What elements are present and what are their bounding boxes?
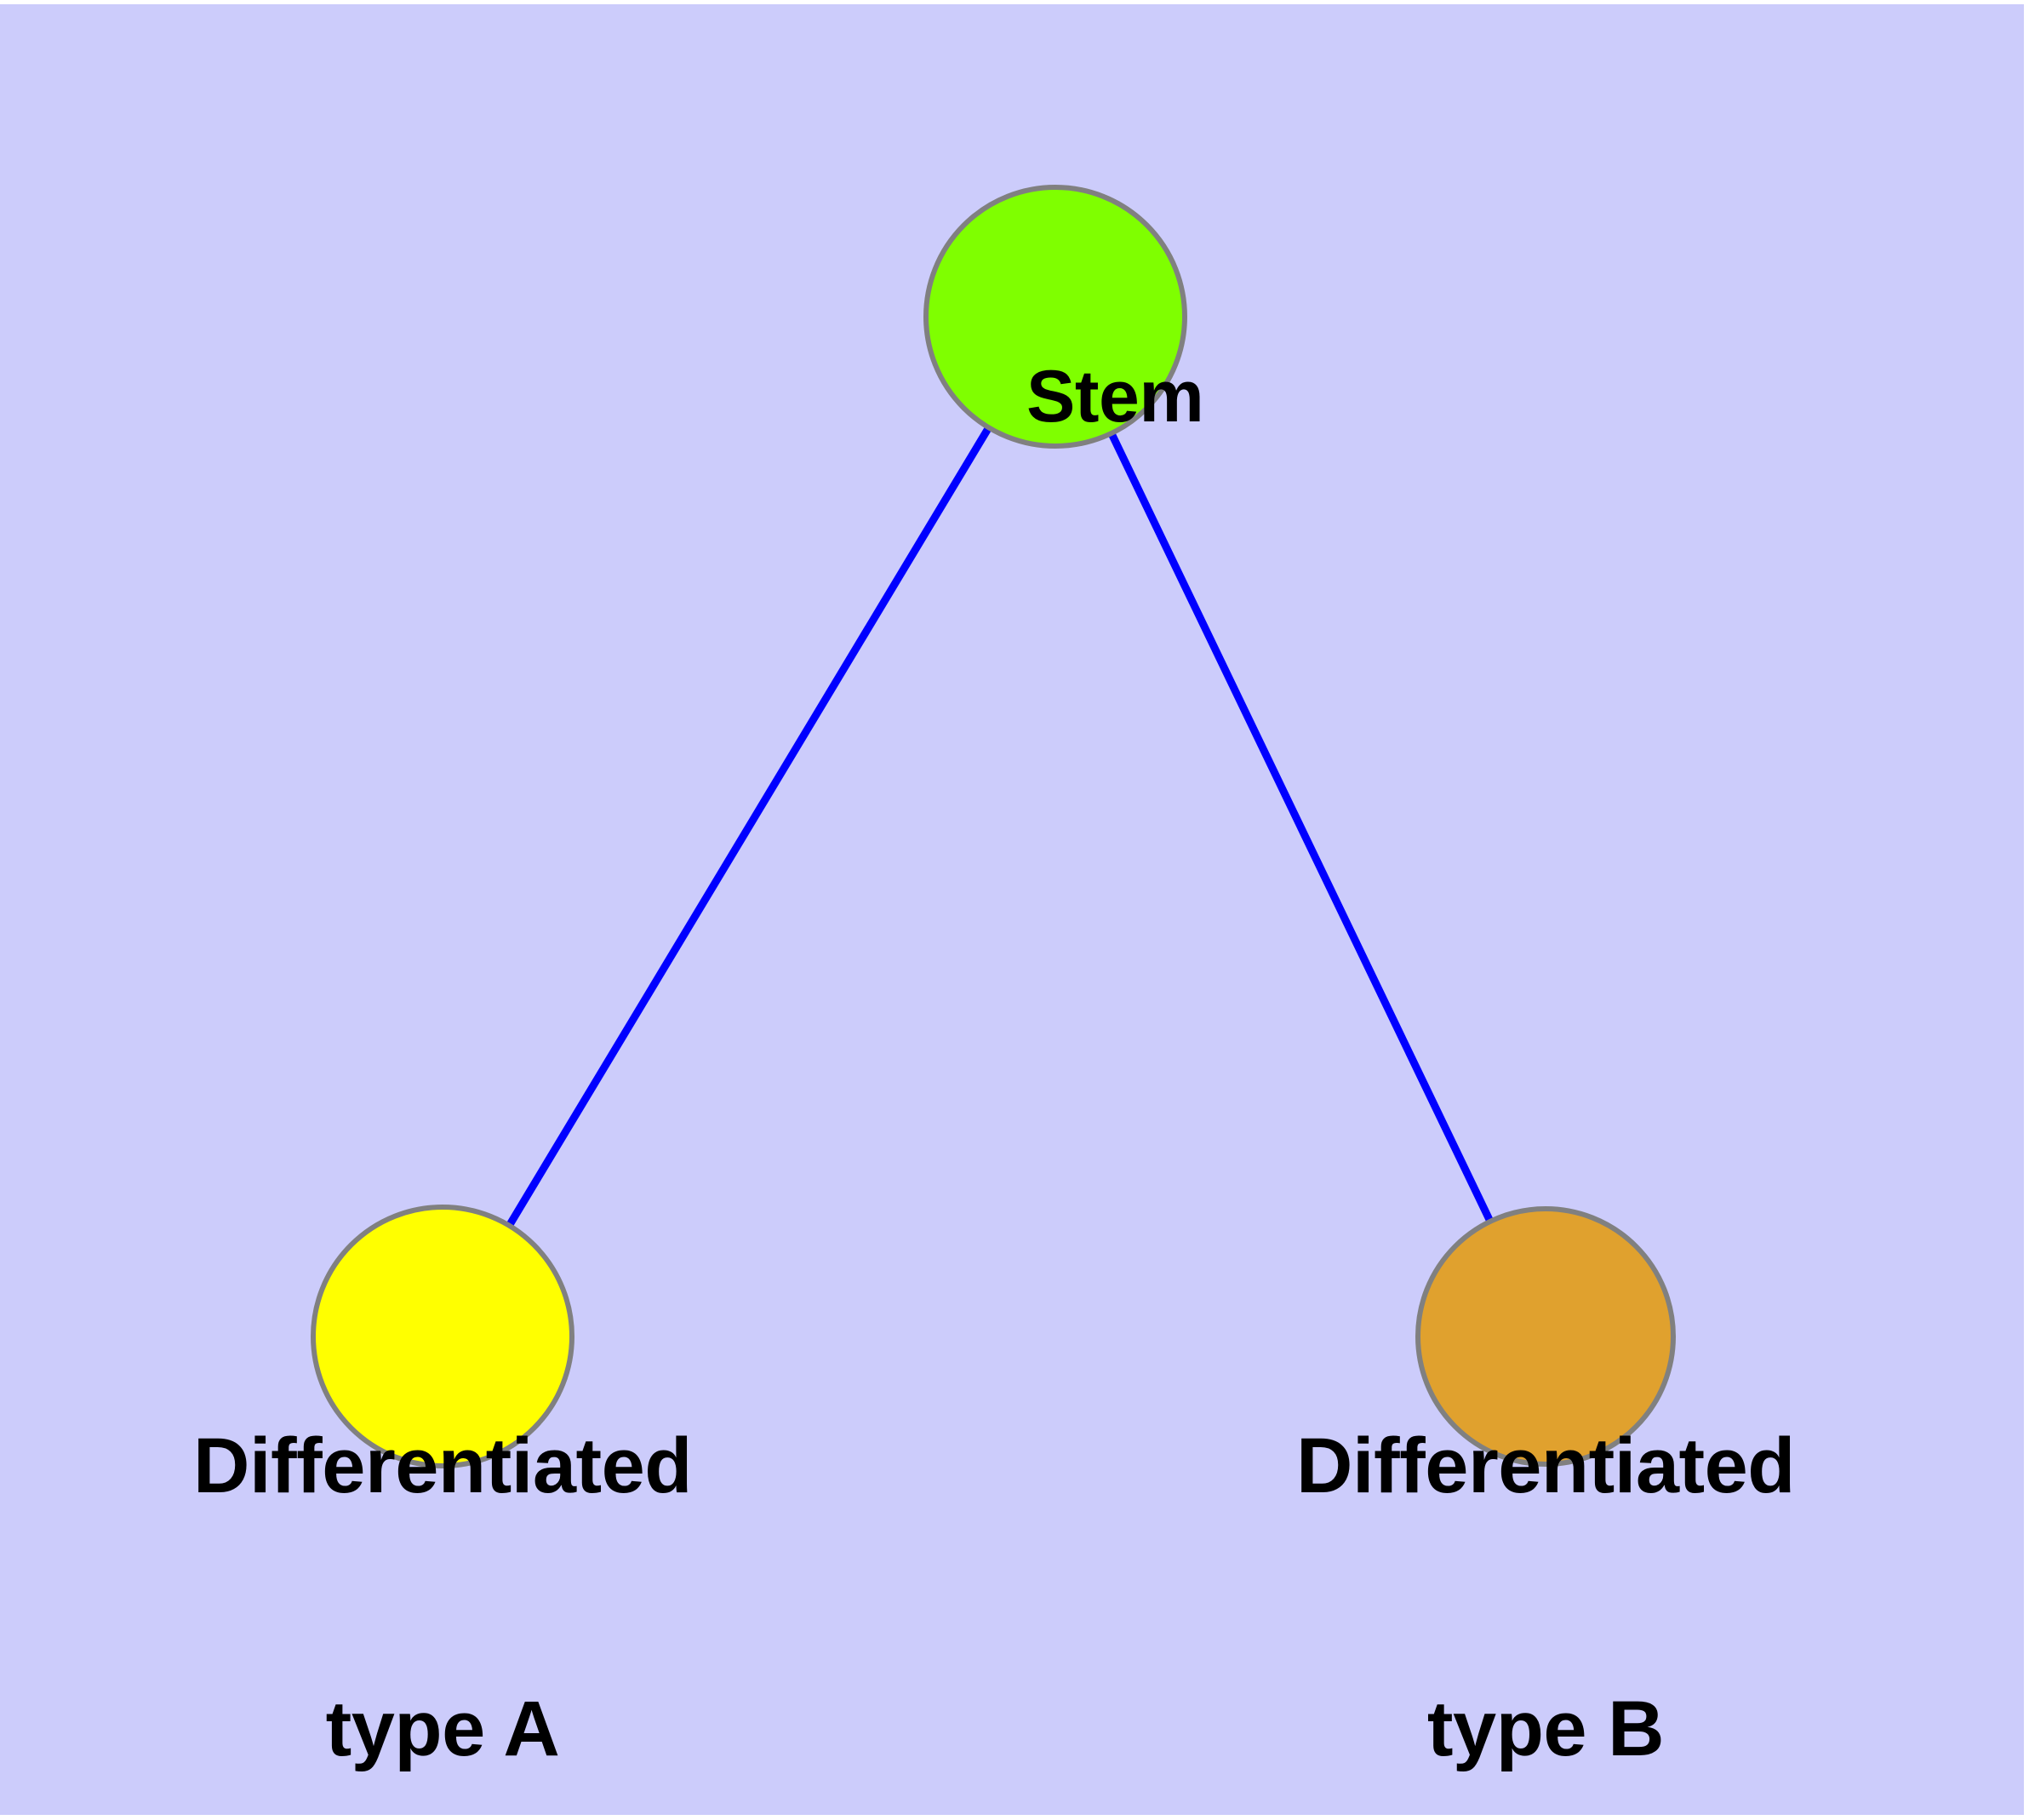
node-stem-circle[interactable] — [923, 185, 1187, 449]
edge-layer — [504, 423, 1495, 1230]
graph-svg — [311, 185, 1676, 1468]
node-diff-a-circle[interactable] — [311, 1205, 574, 1468]
node-diff-b-circle[interactable] — [1415, 1206, 1676, 1467]
diagram-canvas: Stem Differentiated type A Differentiate… — [0, 4, 2024, 1815]
node-layer — [311, 185, 1676, 1468]
edge-stem-to-diff-b[interactable] — [1106, 429, 1495, 1226]
edge-stem-to-diff-a[interactable] — [504, 423, 994, 1230]
